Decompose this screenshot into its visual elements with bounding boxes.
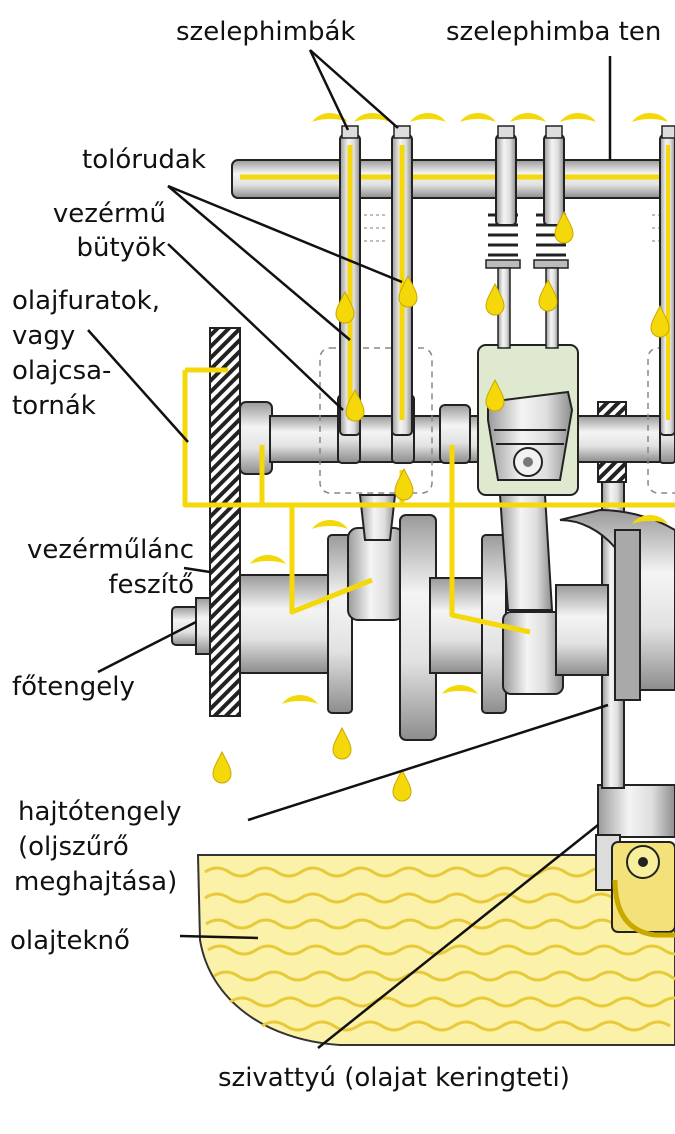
label-drive-shaft-line2: (oljszűrő — [18, 832, 129, 862]
rocker-shaft — [231, 159, 675, 199]
label-rocker-arms: szelephimbák — [176, 17, 356, 47]
label-cam-lobes-line1: vezérmű — [52, 199, 166, 229]
crankshaft — [171, 494, 675, 741]
oil-pan — [196, 854, 675, 1046]
label-drive-shaft-line3: meghajtása) — [14, 867, 178, 897]
label-oil-passages-line2: vagy — [12, 321, 76, 351]
timing-chain-gear — [209, 327, 241, 717]
label-oil-passages-line3: olajcsa- — [12, 356, 112, 386]
oil-pump — [595, 784, 675, 938]
oil-waves — [204, 866, 675, 1032]
piston — [477, 344, 579, 496]
label-pump: szivattyú (olajat keringteti) — [218, 1063, 570, 1093]
label-drive-shaft-line1: hajtótengely — [18, 797, 182, 827]
label-pushrods: tolórudak — [82, 145, 206, 175]
leader-lines — [87, 49, 612, 1049]
label-oil-passages-line4: tornák — [12, 391, 96, 421]
label-chain-tensioner-line1: vezérműlánc — [27, 535, 194, 565]
pushrods — [339, 125, 675, 436]
oil-passages — [182, 367, 675, 635]
label-chain-tensioner-line2: feszítő — [108, 570, 194, 600]
label-cam-lobes-line2: bütyök — [76, 233, 166, 263]
label-oil-pan: olajteknő — [10, 926, 130, 956]
label-crankshaft: főtengely — [12, 672, 135, 702]
label-oil-passages-line1: olajfuratok, — [12, 286, 160, 316]
label-rocker-shaft: szelephimba ten — [446, 17, 662, 47]
